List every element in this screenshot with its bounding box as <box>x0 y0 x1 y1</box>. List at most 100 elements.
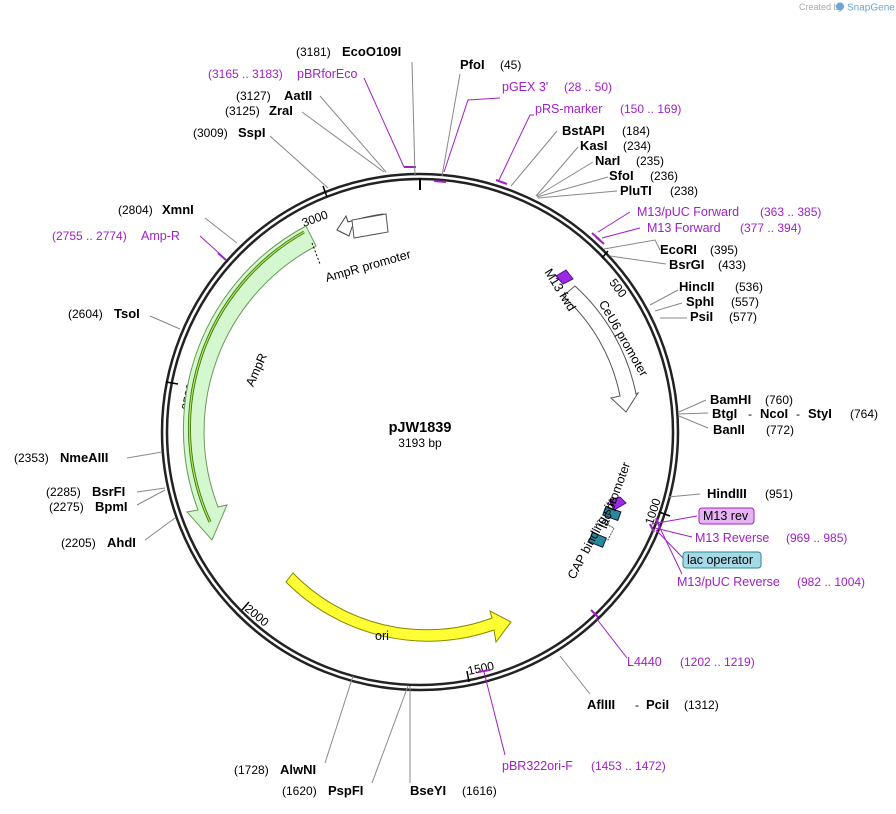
site-pcii-name[interactable]: PciI <box>646 697 669 712</box>
site-sfoi-name[interactable]: SfoI <box>609 168 634 183</box>
site-banii-name[interactable]: BanII <box>713 422 745 437</box>
site-bamhi-pos: (760) <box>765 393 793 407</box>
site-zrai-pos: (3125) <box>225 104 260 118</box>
site-tsoi-name[interactable]: TsoI <box>114 306 140 321</box>
amp-r-mark <box>217 252 227 261</box>
leader-ecoo109i <box>411 61 416 177</box>
site-pfoi-pos: (45) <box>500 58 521 72</box>
lac-promoter-arrow[interactable] <box>591 519 615 541</box>
site-btgi-sep1: - <box>748 407 752 421</box>
primer-l4440-name[interactable]: L4440 <box>627 655 662 669</box>
site-nmeaiii-pos: (2353) <box>14 451 49 465</box>
site-bseyi-pos: (1616) <box>462 784 497 798</box>
primer-prs-marker-range: (150 .. 169) <box>620 102 681 116</box>
site-sspi-name[interactable]: SspI <box>238 125 265 140</box>
primer-pbrforeco-name[interactable]: pBRforEco <box>297 67 357 81</box>
site-btgi-name[interactable]: BtgI <box>712 406 737 421</box>
leader-kasi <box>535 146 579 197</box>
tick-1000 <box>658 511 671 517</box>
created-by-text: Created by <box>799 2 844 12</box>
cap-binding-site-box[interactable] <box>588 531 608 548</box>
ampr-promoter-label: AmpR promoter <box>324 247 413 285</box>
site-nmeaiii-name[interactable]: NmeAIII <box>60 450 108 465</box>
ampr-gene-arrow[interactable] <box>182 225 317 541</box>
cap-binding-site-label: CAP binding site <box>565 494 621 582</box>
ori-arrow[interactable] <box>285 572 512 644</box>
leader-pbrforeco <box>363 77 405 168</box>
site-pluti-name[interactable]: PluTI <box>620 183 652 198</box>
site-afliii-name[interactable]: AflIII <box>587 697 615 712</box>
primer-m13-forward-name[interactable]: M13 Forward <box>647 221 721 235</box>
site-pspfi-name[interactable]: PspFI <box>328 783 363 798</box>
tick-500 <box>601 250 609 259</box>
m13-reverse-mark <box>649 523 655 533</box>
primer-m13-forward-range: (377 .. 394) <box>740 221 801 235</box>
primer-leader-lines <box>199 77 698 756</box>
leader-amp-r <box>199 235 221 255</box>
primer-prs-marker-name[interactable]: pRS-marker <box>535 102 602 116</box>
m13-fwd-arrow[interactable] <box>555 269 574 285</box>
site-ecoo109i-pos: (3181) <box>296 45 331 59</box>
site-bsrgi-name[interactable]: BsrGI <box>669 257 704 272</box>
site-bamhi-name[interactable]: BamHI <box>710 392 751 407</box>
site-ecori-name[interactable]: EcoRI <box>660 242 697 257</box>
site-pfoi-name[interactable]: PfoI <box>460 57 485 72</box>
lac-operator-label-box[interactable] <box>682 551 762 569</box>
site-psii-name[interactable]: PsiI <box>690 309 713 324</box>
ampr-label: AmpR <box>243 351 270 388</box>
site-bsrfi-pos: (2285) <box>46 485 81 499</box>
site-hindiii-pos: (951) <box>765 487 793 501</box>
site-bpmi-name[interactable]: BpmI <box>95 499 128 514</box>
leader-m13-rev-box <box>651 515 698 525</box>
site-bseyi-name[interactable]: BseYI <box>410 783 446 798</box>
primer-m13-puc-reverse-range: (982 .. 1004) <box>797 575 865 589</box>
site-kasi-name[interactable]: KasI <box>580 138 607 153</box>
site-bpmi-pos: (2275) <box>49 500 84 514</box>
m13-rev-arrow[interactable] <box>608 496 627 511</box>
lac-operator-box[interactable] <box>602 505 622 522</box>
leader-zrai <box>301 111 385 173</box>
primer-m13-reverse-name[interactable]: M13 Reverse <box>695 531 769 545</box>
m13-rev-label-box[interactable] <box>698 507 755 525</box>
site-styi-name[interactable]: StyI <box>808 406 832 421</box>
site-ecoo109i-name[interactable]: EcoO109I <box>342 44 401 59</box>
site-alwni-name[interactable]: AlwNI <box>280 762 316 777</box>
leader-ecori <box>603 239 661 251</box>
leader-bsrfi <box>136 487 166 493</box>
m13-rev-box-label: M13 rev <box>703 509 749 523</box>
site-bsrfi-name[interactable]: BsrFI <box>92 484 125 499</box>
tick-2500 <box>165 381 179 385</box>
tick-3000 <box>322 185 328 198</box>
site-btgi-sep2: - <box>796 407 800 421</box>
primer-m13-puc-forward-name[interactable]: M13/pUC Forward <box>637 205 739 219</box>
site-bstapi-name[interactable]: BstAPI <box>562 123 605 138</box>
leader-l4440 <box>595 617 628 659</box>
ampr-promoter-arrow-body[interactable] <box>351 213 389 239</box>
primer-m13-puc-forward-range: (363 .. 385) <box>760 205 821 219</box>
site-sfoi-pos: (236) <box>650 169 678 183</box>
leader-bsrgi <box>609 255 667 265</box>
site-xmni-name[interactable]: XmnI <box>162 202 194 217</box>
site-zrai-name[interactable]: ZraI <box>269 103 293 118</box>
ori-label: ori <box>375 629 389 643</box>
site-aatii-name[interactable]: AatII <box>284 88 312 103</box>
site-sphi-name[interactable]: SphI <box>686 294 714 309</box>
primer-amp-r-name[interactable]: Amp-R <box>141 229 180 243</box>
site-ahdi-name[interactable]: AhdI <box>107 535 136 550</box>
primer-pgex3-name[interactable]: pGEX 3' <box>502 80 548 94</box>
primer-pbr322ori-f-name[interactable]: pBR322ori-F <box>502 759 573 773</box>
site-hincii-name[interactable]: HincII <box>679 279 714 294</box>
ceu6-promoter-arrow[interactable] <box>562 285 640 413</box>
site-hindiii-name[interactable]: HindIII <box>707 486 747 501</box>
leader-m13-puc-reverse <box>659 527 683 575</box>
primer-m13-puc-reverse-name[interactable]: M13/pUC Reverse <box>677 575 780 589</box>
site-nari-name[interactable]: NarI <box>595 153 620 168</box>
site-sphi-pos: (557) <box>731 295 759 309</box>
site-alwni-pos: (1728) <box>234 763 269 777</box>
leader-pgex3 <box>443 97 501 173</box>
leader-aatii <box>319 95 387 173</box>
site-aatii-pos: (3127) <box>236 89 271 103</box>
site-ncoi-name[interactable]: NcoI <box>760 406 788 421</box>
leader-sphi <box>654 302 683 312</box>
